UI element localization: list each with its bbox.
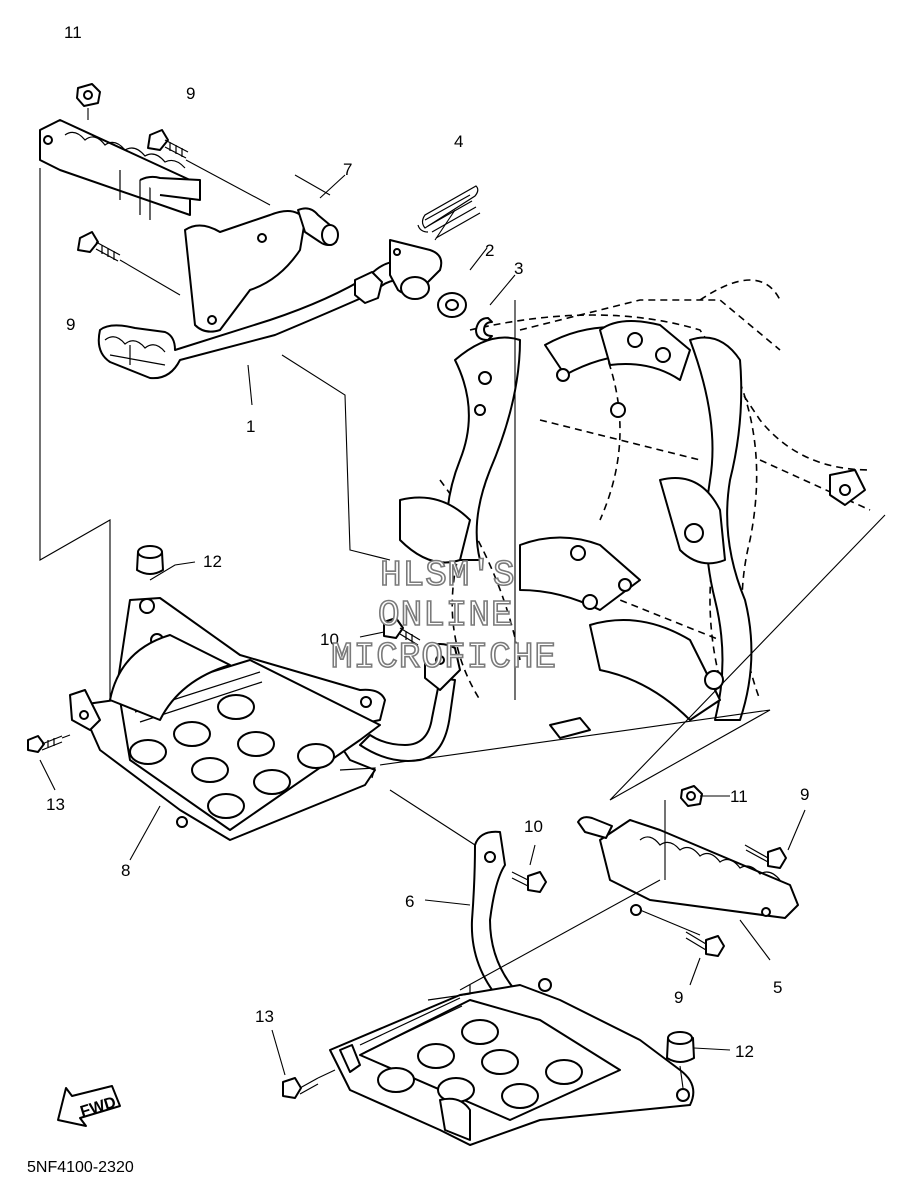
callout-9-top: 9 — [186, 84, 195, 103]
watermark-line-2: ONLINE — [378, 595, 514, 636]
callout-3: 3 — [514, 259, 523, 278]
watermark-line-1: HLSM'S — [380, 555, 516, 596]
callout-9-right: 9 — [800, 785, 809, 804]
nut-11-lower — [680, 785, 703, 807]
fwd-arrow-icon: FWD — [57, 1085, 121, 1127]
callout-13-left: 13 — [46, 795, 65, 814]
bolt-10-upper — [383, 617, 421, 646]
callout-labels: 1 2 3 4 5 6 7 8 9 9 9 9 10 10 11 11 12 1… — [46, 23, 809, 1061]
bolt-13-lower — [282, 1077, 319, 1099]
callout-11-right: 11 — [730, 787, 748, 806]
callout-6: 6 — [405, 892, 414, 911]
spring-4 — [417, 185, 481, 239]
skid-plate-lower — [329, 978, 695, 1146]
bolt-9-mid — [77, 231, 121, 262]
nut-11-upper — [76, 83, 101, 107]
right-footrest-5 — [577, 816, 799, 919]
bolt-13-left — [27, 735, 63, 753]
left-footrest — [39, 119, 201, 220]
callout-2: 2 — [485, 241, 494, 260]
guard-bar-left — [109, 634, 461, 762]
callout-7: 7 — [343, 160, 352, 179]
callout-4: 4 — [454, 132, 463, 151]
callout-10-upper: 10 — [320, 630, 339, 649]
footrest-bracket-7 — [184, 207, 339, 333]
watermark: HLSM'S ONLINE MICROFICHE — [330, 554, 557, 679]
clip-3 — [475, 317, 493, 341]
bolt-10-lower — [511, 871, 547, 893]
callout-10-lower: 10 — [524, 817, 543, 836]
callout-12-lower: 12 — [735, 1042, 754, 1061]
guard-bar-6 — [470, 830, 516, 1001]
callout-1: 1 — [246, 417, 255, 436]
bolt-9-right — [744, 844, 787, 869]
bolt-9-upper — [147, 129, 189, 159]
leader-lines — [39, 108, 886, 1089]
damper-12-upper — [136, 545, 164, 575]
callout-9-bottom: 9 — [674, 988, 683, 1007]
washer-2 — [437, 292, 467, 318]
damper-12-lower — [666, 1031, 695, 1063]
frame-tubes — [399, 320, 866, 739]
callout-11-top: 11 — [64, 23, 82, 42]
watermark-line-3: MICROFICHE — [331, 637, 557, 678]
brake-pedal-1 — [97, 239, 443, 380]
callout-13-lower: 13 — [255, 1007, 274, 1026]
part-code: 5NF4100-2320 — [27, 1159, 134, 1176]
callout-8: 8 — [121, 861, 130, 880]
callout-12-upper: 12 — [203, 552, 222, 571]
callout-5: 5 — [773, 978, 782, 997]
bolt-9-lower — [685, 931, 725, 957]
callout-9-left: 9 — [66, 315, 75, 334]
